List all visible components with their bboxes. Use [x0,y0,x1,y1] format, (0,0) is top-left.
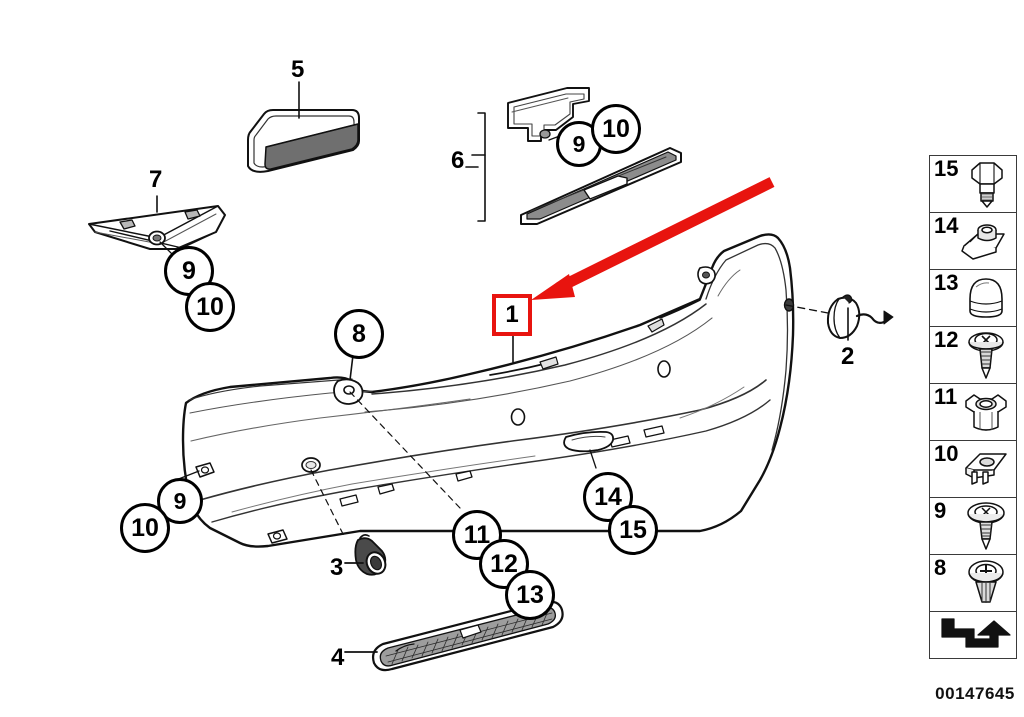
spring-cage-nut-icon [961,224,1005,260]
flanged-screw-icon [968,332,1004,379]
part-2-tow-hook-cap [785,294,894,339]
callout-10-rail[interactable]: 10 [591,104,641,154]
clip-nut-plate-icon [965,453,1007,485]
oval-head-screw-icon [967,502,1005,550]
push-rivet-clip-icon [968,560,1004,603]
callout-2[interactable]: 2 [841,343,855,370]
legend-number-15: 15 [934,156,959,181]
callout-6[interactable]: 6 [451,147,465,174]
callout-13-label: 13 [516,580,544,609]
legend-number-12: 12 [934,327,959,352]
legend-item-9[interactable]: 9 [929,497,1017,554]
callout-12-label: 12 [490,549,518,578]
callout-1-label: 1 [505,301,519,328]
legend-item-13[interactable]: 13 [929,269,1017,326]
diagram-id-label: 00147645 [935,684,1015,703]
callout-10-bumper-left-label: 10 [131,513,159,542]
legend-item-12[interactable]: 12 [929,326,1017,383]
callout-10-bumper-left[interactable]: 10 [120,503,170,553]
callout-13[interactable]: 13 [505,570,555,620]
legend-item-15[interactable]: 15 [929,155,1017,212]
legend-number-10: 10 [934,441,959,466]
callout-9-bumper-left[interactable]: 9 [157,478,203,524]
callout-8-label: 8 [352,319,366,348]
hex-head-bolt-icon [971,162,1003,208]
callout-7[interactable]: 7 [149,166,163,193]
callout-10-rail-label: 10 [602,114,630,143]
legend-number-11: 11 [934,384,958,409]
part-6-bracket-rail-group [465,87,682,225]
callout-1-highlight-box[interactable]: 1 [492,294,532,336]
callout-9-bracket-label: 9 [182,256,196,285]
legend-item-11[interactable]: 11 [929,383,1017,440]
callout-8[interactable]: 8 [334,309,384,359]
callout-14-label: 14 [594,482,622,511]
callout-leader-dashed [349,391,461,509]
legend-number-8: 8 [934,555,947,580]
legend-item-8[interactable]: 8 [929,554,1017,611]
legend-number-9: 9 [934,498,947,523]
callout-15[interactable]: 15 [608,505,658,555]
part-3-grommet [310,469,387,576]
callout-9-bumper-left-label: 9 [173,487,187,514]
part-7-support-bracket [88,195,226,250]
part-4-mesh-grille [344,600,564,672]
legend-item-14[interactable]: 14 [929,212,1017,269]
callout-10-bracket[interactable]: 10 [185,282,235,332]
legend-number-13: 13 [934,270,959,295]
callout-3[interactable]: 3 [330,554,344,581]
callout-9-rail-label: 9 [572,130,586,157]
callout-5[interactable]: 5 [291,56,305,83]
callout-10-bracket-label: 10 [196,292,224,321]
direction-arrow-icon [941,618,1011,648]
legend-number-14: 14 [934,213,959,238]
dome-cap-plug-icon [969,278,1003,318]
expansion-nut-icon [965,394,1007,431]
part-1-rear-bumper-cover [181,233,795,548]
part-5-trim-cap [247,81,360,173]
legend-item-10[interactable]: 10 [929,440,1017,497]
callout-4[interactable]: 4 [331,644,345,671]
callout-11-label: 11 [463,520,491,549]
callout-15-label: 15 [619,515,647,544]
legend-direction-arrow [929,611,1017,659]
fastener-legend-sidebar: 15 14 [929,155,1017,659]
